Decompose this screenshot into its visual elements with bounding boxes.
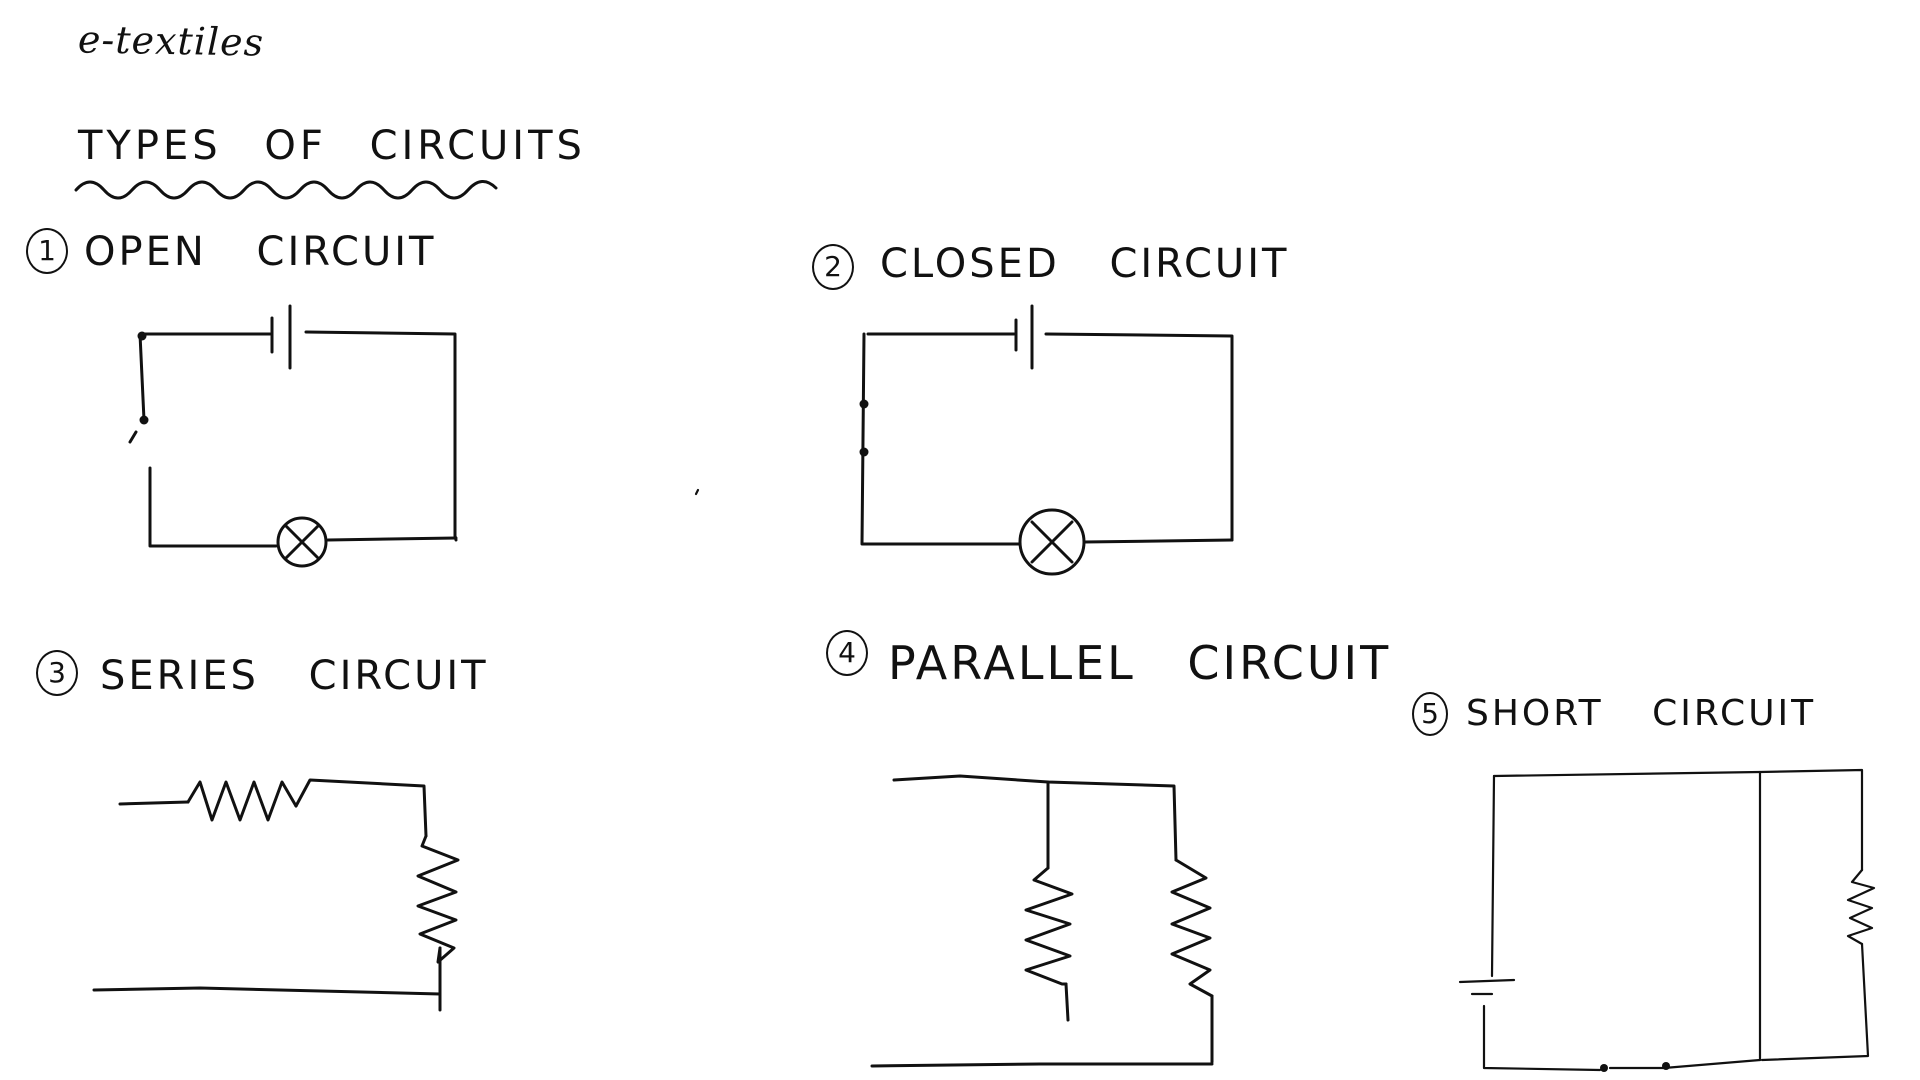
resistor-icon — [416, 834, 460, 964]
resistor-icon — [186, 780, 298, 822]
short-circuit-left-wire-lower — [1482, 1004, 1602, 1072]
open-circuit-diagram — [128, 304, 458, 568]
short-circuit-top-wire — [1492, 768, 1864, 872]
circuit-number-badge-5: 5 — [1412, 692, 1448, 736]
series-circuit-top-wire — [294, 778, 428, 838]
open-circuit-open-switch-arm — [128, 430, 138, 444]
circuit-label-series: SERIES CIRCUIT — [100, 653, 489, 699]
heading-wavy-underline — [74, 180, 498, 200]
closed-circuit-bottom-wire-right — [1082, 538, 1234, 544]
lamp-cross — [1030, 520, 1074, 564]
open-circuit-switch-dot-top — [137, 331, 147, 341]
parallel-circuit-top-wire — [892, 774, 1178, 862]
resistor-icon — [1024, 866, 1074, 986]
resistor-icon — [1170, 858, 1214, 998]
circuit-label-closed: CLOSED CIRCUIT — [880, 241, 1290, 287]
circuit-number-badge-4: 4 — [826, 630, 868, 676]
battery-long-plate — [1458, 978, 1516, 984]
open-circuit-top-wire-right — [304, 330, 458, 542]
short-circuit-left-wire-upper — [1490, 774, 1496, 978]
short-circuit-right-wire — [1760, 942, 1870, 1062]
open-circuit-switch-dot-bottom — [139, 415, 149, 425]
circuit-number-badge-1: 1 — [26, 228, 68, 274]
stray-pen-mark — [694, 488, 700, 496]
open-circuit-bottom-wire-left — [148, 466, 278, 548]
closed-circuit-top-wire-right — [1044, 332, 1234, 542]
series-circuit-lead-in-wire — [118, 800, 190, 806]
section-heading: TYPES OF CIRCUITS — [78, 123, 586, 169]
series-circuit-diagram — [92, 778, 460, 1012]
circuit-number-badge-3: 3 — [36, 650, 78, 696]
parallel-circuit-branch-1-bottom — [1064, 982, 1070, 1022]
resistor-icon — [1846, 868, 1876, 946]
short-circuit-switch-dot-right — [1662, 1062, 1670, 1070]
circuit-number-badge-2: 2 — [812, 244, 854, 290]
circuit-label-parallel: PARALLEL CIRCUIT — [888, 636, 1392, 690]
closed-circuit-diagram — [859, 304, 1234, 576]
closed-circuit-switch-dot-top — [859, 399, 869, 409]
lamp-cross — [284, 524, 320, 560]
short-circuit-diagram — [1458, 768, 1876, 1072]
parallel-circuit-diagram — [870, 774, 1214, 1068]
closed-circuit-switch-dot-bottom — [859, 447, 869, 457]
parallel-circuit-bottom-wire — [870, 1062, 1214, 1068]
circuit-label-short: SHORT CIRCUIT — [1466, 693, 1817, 734]
open-circuit-left-wire-upper — [138, 332, 146, 422]
series-circuit-bottom-wire — [92, 986, 442, 996]
short-circuit-bottom-wire — [1608, 1058, 1762, 1070]
open-circuit-bottom-wire — [326, 536, 458, 542]
short-circuit-switch-dot-left — [1600, 1064, 1608, 1072]
closed-circuit-bottom-wire-left — [860, 332, 1022, 546]
circuit-label-open: OPEN CIRCUIT — [84, 229, 437, 275]
